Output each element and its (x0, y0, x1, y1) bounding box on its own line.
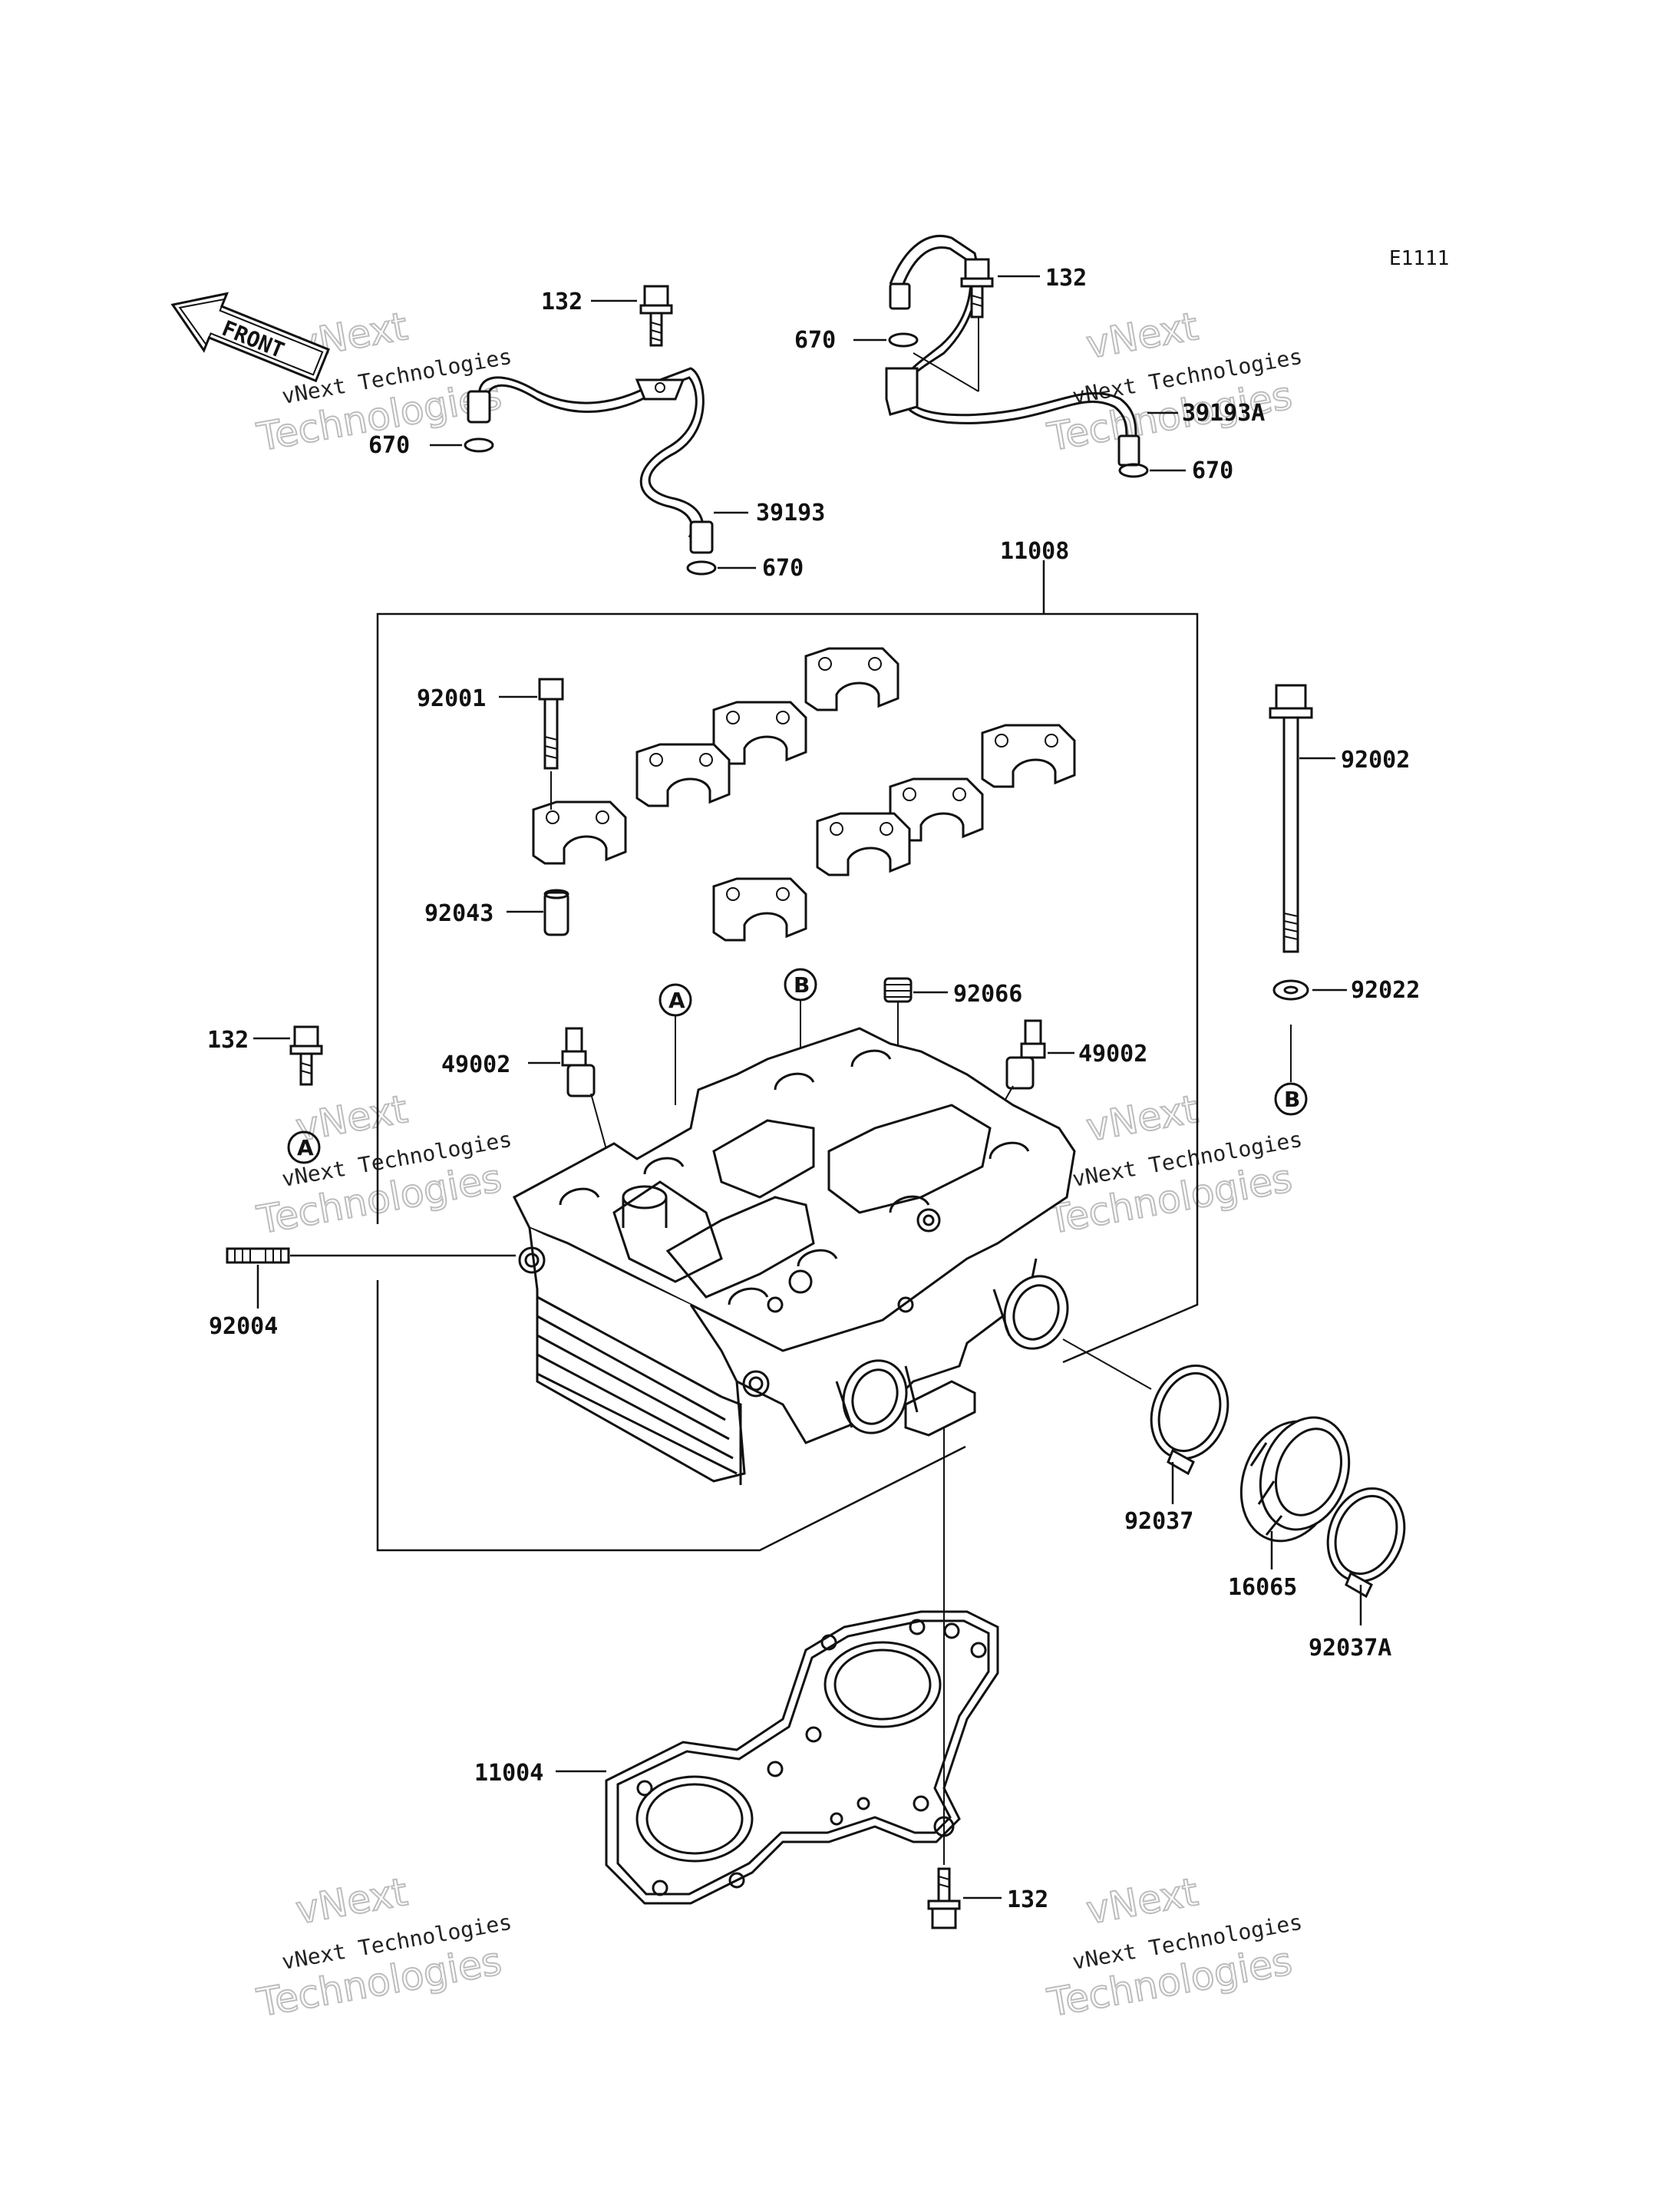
holder-joint-16065 (1239, 1416, 1351, 1543)
watermark-bottom-left: vNext Technologies vNext Technologies (252, 1869, 513, 2026)
label-39193: 39193 (756, 500, 825, 526)
bolt-132-left (289, 1025, 323, 1086)
callout-a-top-text: A (668, 988, 685, 1013)
label-132-bottom: 132 (1007, 1886, 1048, 1913)
head-gasket-11004 (605, 1610, 999, 1905)
callout-a-left (287, 1130, 321, 1164)
watermark-mid-left: vNext Technologies vNext Technologies (252, 1086, 513, 1243)
bolt-132-top-left (639, 285, 673, 347)
fitting-49002-right (936, 1019, 1046, 1221)
svg-text:vNext: vNext (292, 1870, 411, 1932)
label-49002-right: 49002 (1078, 1041, 1147, 1068)
label-92043: 92043 (424, 900, 493, 927)
label-132-left: 132 (207, 1027, 249, 1054)
label-92001: 92001 (417, 685, 486, 712)
o-ring-670-bottom (686, 560, 717, 576)
o-ring-670-right-bottom (1118, 463, 1149, 478)
label-92002: 92002 (1341, 747, 1410, 774)
bolt-132-bottom (927, 1867, 961, 1929)
watermark-bottom-right: vNext Technologies vNext Technologies (1043, 1869, 1304, 2026)
label-16065: 16065 (1228, 1574, 1297, 1601)
label-92066: 92066 (953, 981, 1022, 1008)
callout-b-top-text: B (794, 972, 810, 998)
label-670-left: 670 (368, 432, 410, 459)
label-92037: 92037 (1124, 1508, 1193, 1535)
label-92037a: 92037A (1309, 1635, 1391, 1662)
bolt-132-top-right (960, 258, 994, 318)
washer-92022 (1272, 979, 1309, 1001)
clamp-92037a (1326, 1487, 1406, 1599)
label-39193a: 39193A (1182, 400, 1265, 427)
callout-a-left-text: A (297, 1135, 314, 1160)
front-arrow-icon: FRONT (170, 292, 330, 383)
label-92004: 92004 (209, 1313, 278, 1340)
cylinder-head (513, 1027, 1076, 1485)
label-11004: 11004 (474, 1760, 543, 1787)
callout-b-right-text: B (1284, 1087, 1300, 1112)
o-ring-670-left (464, 437, 494, 453)
watermark-top-right: vNext Technologies vNext Technologies (1043, 303, 1304, 460)
bolt-92002 (1269, 684, 1313, 953)
clamp-92037 (1150, 1364, 1229, 1476)
stud-92004 (226, 1247, 290, 1264)
label-132-top-right: 132 (1045, 265, 1087, 292)
label-670-right-top: 670 (794, 327, 836, 354)
svg-text:vNext: vNext (1083, 1087, 1201, 1150)
label-670-bottom: 670 (762, 555, 804, 582)
label-92022: 92022 (1351, 977, 1420, 1004)
diagram-code: E1111 (1389, 247, 1449, 270)
oil-pipe-39193 (467, 367, 714, 554)
o-ring-670-right-top (888, 332, 919, 348)
svg-text:vNext: vNext (1083, 304, 1201, 367)
bolt-92001 (538, 678, 564, 810)
label-49002-left: 49002 (441, 1051, 510, 1078)
label-11008: 11008 (1000, 538, 1069, 565)
svg-text:vNext: vNext (1083, 1870, 1201, 1932)
label-132-top-left: 132 (541, 289, 583, 315)
label-670-right-bottom: 670 (1192, 457, 1233, 484)
dowel-92043 (543, 889, 569, 936)
callout-b-right (1274, 1082, 1308, 1116)
cam-caps (532, 647, 1076, 942)
assembly-box-11008 (376, 560, 1199, 1552)
